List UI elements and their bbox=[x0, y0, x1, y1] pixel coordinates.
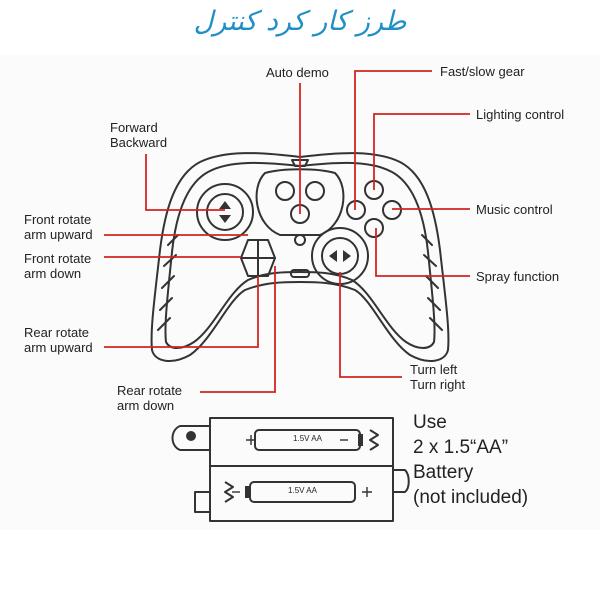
label-forward-backward: Forward Backward bbox=[110, 120, 167, 150]
label-lighting-control: Lighting control bbox=[476, 107, 565, 122]
leader-lighting bbox=[373, 113, 470, 190]
battery-cell-2-label: 1.5V AA bbox=[288, 486, 317, 495]
label-front-rotate-down: Front rotate arm down bbox=[24, 251, 92, 281]
battery-terminal-1 bbox=[358, 434, 363, 446]
label-forward: Forward bbox=[110, 120, 158, 135]
label-rear-rotate-up: Rear rotate arm upward bbox=[24, 325, 93, 355]
left-stick-ring bbox=[196, 183, 254, 241]
label-music-control: Music control bbox=[476, 202, 553, 217]
battery-cell-1-label: 1.5V AA bbox=[293, 434, 322, 443]
plus-sign-2 bbox=[362, 487, 372, 497]
label-rear-rotate-down: Rear rotate arm down bbox=[117, 383, 183, 413]
leader-forward-backward bbox=[145, 154, 225, 211]
label-fast-slow-gear: Fast/slow gear bbox=[440, 64, 525, 79]
battery-tab-right bbox=[393, 469, 410, 493]
label-turn: Turn left Turn right bbox=[410, 362, 466, 392]
face-button-left bbox=[346, 200, 366, 220]
center-panel bbox=[255, 168, 345, 236]
leader-rear-up bbox=[104, 276, 259, 348]
spring-1 bbox=[369, 429, 379, 451]
label-auto-demo: Auto demo bbox=[266, 65, 329, 80]
center-slot bbox=[290, 269, 310, 278]
center-button-2 bbox=[305, 181, 325, 201]
plus-sign-1 bbox=[246, 435, 256, 445]
right-grip-ribs bbox=[421, 234, 443, 331]
left-stick bbox=[206, 193, 244, 231]
label-backward: Backward bbox=[110, 135, 168, 150]
face-button-right bbox=[382, 200, 402, 220]
label-front-rotate-up: Front rotate arm upward bbox=[24, 212, 93, 242]
right-stick bbox=[321, 237, 359, 275]
battery-tab-left bbox=[171, 425, 210, 451]
dpad-cross bbox=[240, 239, 276, 277]
label-spray-function: Spray function bbox=[476, 269, 560, 284]
controller-inner-outline bbox=[164, 161, 436, 349]
leader-spray bbox=[375, 228, 470, 277]
battery-tab-bottom bbox=[194, 491, 211, 513]
right-stick-arrows bbox=[329, 250, 351, 262]
battery-screw bbox=[186, 431, 196, 441]
brand-title: طرز کار کرد کنترل bbox=[193, 6, 407, 37]
center-top-notch bbox=[291, 159, 309, 167]
left-stick-arrows bbox=[219, 201, 231, 223]
battery-terminal-2 bbox=[245, 486, 250, 498]
face-button-bottom bbox=[364, 218, 384, 238]
center-button-1 bbox=[275, 181, 295, 201]
left-grip-ribs bbox=[157, 234, 179, 331]
leader-turn bbox=[339, 272, 402, 378]
leader-rear-down bbox=[200, 266, 276, 393]
center-small-button bbox=[294, 234, 306, 246]
battery-note: Use 2 x 1.5“AA” Battery (not included) bbox=[413, 412, 529, 508]
leader-fast-slow bbox=[354, 70, 432, 210]
spring-2 bbox=[224, 481, 234, 503]
